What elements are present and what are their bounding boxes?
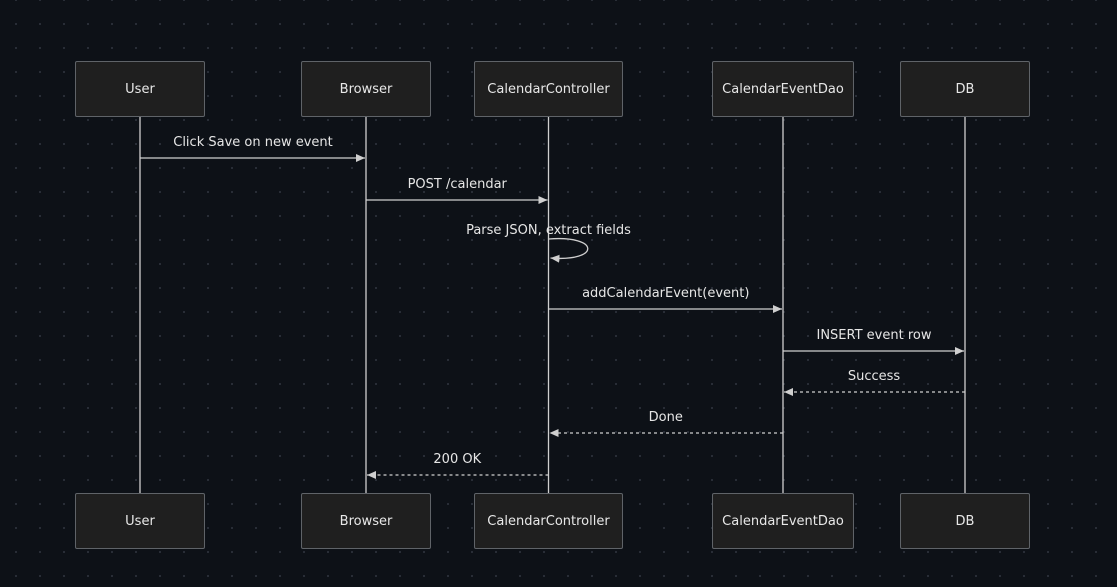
self-message-arrow <box>548 237 589 263</box>
participant-db-bottom: DB <box>900 493 1030 549</box>
participant-db-top: DB <box>900 61 1030 117</box>
message-label-7: Done <box>648 410 683 425</box>
participant-user-bottom: User <box>75 493 205 549</box>
participant-controller-bottom: CalendarController <box>474 493 623 549</box>
participant-controller-top: CalendarController <box>474 61 623 117</box>
message-label-4: addCalendarEvent(event) <box>582 286 750 301</box>
participant-user-top: User <box>75 61 205 117</box>
participant-browser-top: Browser <box>301 61 431 117</box>
participant-browser-bottom: Browser <box>301 493 431 549</box>
message-label-8: 200 OK <box>433 452 482 467</box>
message-label-6: Success <box>847 369 901 384</box>
participant-dao-bottom: CalendarEventDao <box>712 493 854 549</box>
participant-dao-top: CalendarEventDao <box>712 61 854 117</box>
message-label-2: POST /calendar <box>407 177 507 192</box>
message-label-5: INSERT event row <box>816 328 932 343</box>
message-label-3: Parse JSON, extract fields <box>466 223 631 238</box>
message-label-1: Click Save on new event <box>173 135 333 150</box>
